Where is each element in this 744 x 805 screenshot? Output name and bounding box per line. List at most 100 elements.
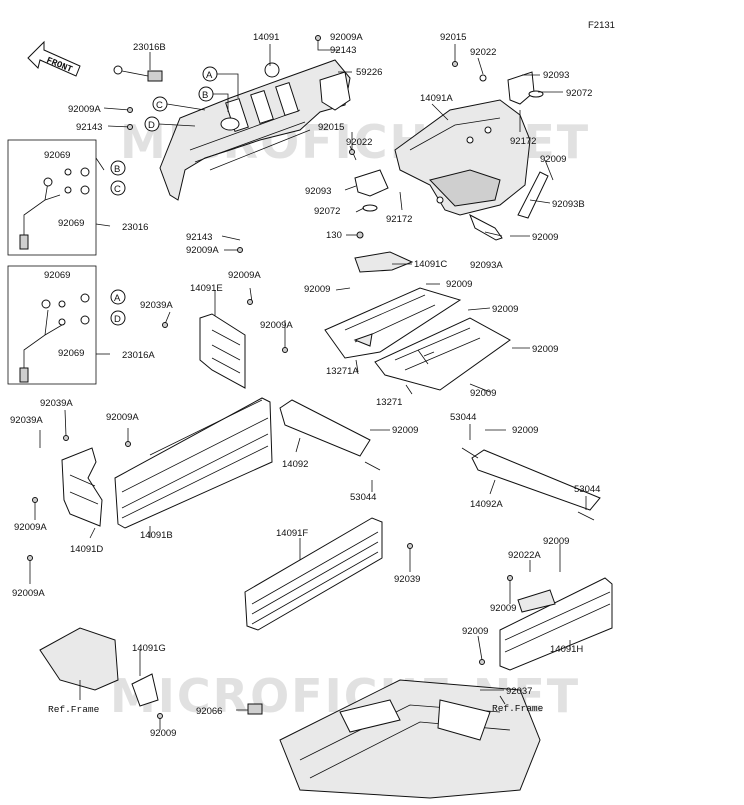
label-92039a-left: 92039A xyxy=(10,415,43,426)
label-92009a-e-right: 92009A xyxy=(260,320,293,331)
label-92072-top: 92072 xyxy=(566,88,592,99)
label-92072-mid: 92072 xyxy=(314,206,340,217)
label-92069-box2-top: 92069 xyxy=(44,270,70,281)
label-53044-right-top: 53044 xyxy=(450,412,476,423)
label-92015-mid: 92015 xyxy=(318,122,344,133)
label-14091c: 14091C xyxy=(414,259,447,270)
label-92172-top: 92172 xyxy=(510,136,536,147)
label-53044-mid: 53044 xyxy=(350,492,376,503)
label-14091b: 14091B xyxy=(140,530,173,541)
part-92066-pad xyxy=(247,703,263,715)
part-92093b-bracket xyxy=(517,171,549,219)
label-92015-top: 92015 xyxy=(440,32,466,43)
label-92093-mid: 92093 xyxy=(305,186,331,197)
front-arrow-icon: FRONT xyxy=(27,40,81,77)
callout-c-top-label: C xyxy=(156,100,163,111)
part-14091a-panel xyxy=(394,99,531,216)
label-ref-frame-right: Ref.Frame xyxy=(492,703,544,714)
label-92172-mid: 92172 xyxy=(386,214,412,225)
callout-b-box-label: B xyxy=(114,164,120,175)
part-92093-bracket xyxy=(507,71,535,105)
part-92093-bracket-2 xyxy=(354,169,389,197)
part-13271a-plate xyxy=(324,287,462,359)
label-53044-right: 53044 xyxy=(574,484,600,495)
label-92009-13271a: 92009 xyxy=(304,284,330,295)
leader-lines xyxy=(29,38,587,730)
part-14091h-panel xyxy=(499,577,613,671)
label-14091a: 14091A xyxy=(420,93,453,104)
callout-c-box xyxy=(110,180,126,196)
label-14091g: 14091G xyxy=(132,643,166,654)
label-92022a: 92022A xyxy=(508,550,541,561)
label-92009a-low: 92009A xyxy=(186,245,219,256)
callout-b-box xyxy=(110,160,126,176)
harness-box-23016a xyxy=(7,265,97,385)
part-92093a-bracket xyxy=(469,213,503,241)
label-92009-13271: 92009 xyxy=(492,304,518,315)
part-14091c-cover xyxy=(354,251,414,273)
figure-code: F2131 xyxy=(588,20,615,31)
label-92009a-e: 92009A xyxy=(228,270,261,281)
part-53044-pin-3 xyxy=(577,511,595,521)
part-labels: 23016B 14091 92009A 92143 59226 92015 92… xyxy=(10,32,600,739)
label-14091: 14091 xyxy=(253,32,279,43)
label-14091e: 14091E xyxy=(190,283,223,294)
label-92022-top: 92022 xyxy=(470,47,496,58)
label-92009a-top: 92009A xyxy=(330,32,363,43)
frame-reference xyxy=(279,679,541,799)
fastener-dots xyxy=(27,35,513,719)
label-92069-box1-top: 92069 xyxy=(44,150,70,161)
label-23016: 23016 xyxy=(122,222,148,233)
label-14092: 14092 xyxy=(282,459,308,470)
label-92009-13271a-right: 92009 xyxy=(446,279,472,290)
label-92009-h-low: 92009 xyxy=(462,626,488,637)
part-53044-pin-2 xyxy=(364,461,381,471)
part-14091-panel xyxy=(159,59,351,201)
label-ref-frame-left: Ref.Frame xyxy=(48,704,100,715)
label-23016a: 23016A xyxy=(122,350,155,361)
part-14091b-panel xyxy=(114,397,273,529)
label-92143-left: 92143 xyxy=(76,122,102,133)
part-53044-pin xyxy=(461,447,479,459)
part-14091e-panel xyxy=(199,313,246,389)
label-14092a: 14092A xyxy=(470,499,503,510)
part-14091f-panel xyxy=(244,517,383,631)
label-14091d: 14091D xyxy=(70,544,103,555)
label-92143-low: 92143 xyxy=(186,232,212,243)
label-130: 130 xyxy=(326,230,342,241)
label-92009a-left: 92009A xyxy=(68,104,101,115)
callout-b-top-label: B xyxy=(202,90,208,101)
part-14092a-guard xyxy=(471,449,601,511)
callout-a-box xyxy=(110,289,126,305)
label-92093a: 92093A xyxy=(470,260,503,271)
label-92037: 92037 xyxy=(506,686,532,697)
label-92009-14092: 92009 xyxy=(392,425,418,436)
label-92069-box2-bottom: 92069 xyxy=(58,348,84,359)
label-92009a-b: 92009A xyxy=(106,412,139,423)
part-14092-guard xyxy=(279,399,371,457)
label-13271: 13271 xyxy=(376,397,402,408)
part-92072-clip xyxy=(528,90,544,98)
label-92009-h-top: 92009 xyxy=(543,536,569,547)
label-13271a: 13271A xyxy=(326,366,359,377)
callout-d-box xyxy=(110,310,126,326)
harness-box-23016 xyxy=(7,139,97,256)
label-92143-top: 92143 xyxy=(330,45,356,56)
label-92009-h-mid: 92009 xyxy=(490,603,516,614)
part-92072-clip-2 xyxy=(362,204,378,212)
label-14091f: 14091F xyxy=(276,528,308,539)
callout-d-box-label: D xyxy=(114,314,121,325)
label-59226: 59226 xyxy=(356,67,382,78)
label-92009-right-mid: 92009 xyxy=(532,232,558,243)
label-92009-bottom: 92009 xyxy=(150,728,176,739)
label-92009-13271-right: 92009 xyxy=(532,344,558,355)
label-92022-mid: 92022 xyxy=(346,137,372,148)
part-14091g-bracket xyxy=(39,627,159,707)
label-23016b: 23016B xyxy=(133,42,166,53)
part-13271-plate xyxy=(374,317,511,391)
callout-a-top-label: A xyxy=(206,70,213,81)
part-23016b-connector xyxy=(113,65,163,82)
label-92069-box1-bottom: 92069 xyxy=(58,218,84,229)
label-92009-14092a: 92009 xyxy=(512,425,538,436)
label-92009-13271-low: 92009 xyxy=(470,388,496,399)
